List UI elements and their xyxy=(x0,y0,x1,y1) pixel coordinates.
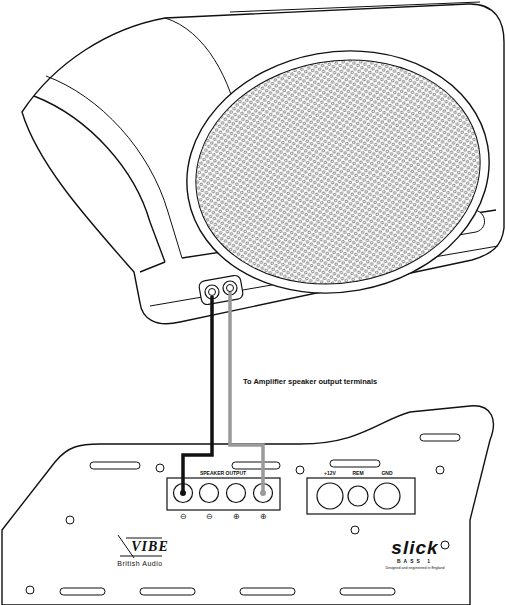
negative-wire xyxy=(183,296,212,491)
pin-name: +12V xyxy=(323,471,337,476)
product-logo: slick xyxy=(391,538,438,557)
product-model: BASS 1 xyxy=(397,559,433,564)
pin-name: REM xyxy=(351,471,364,476)
polarity-symbol: ⊖ xyxy=(206,513,213,521)
brand-tagline: British Audio xyxy=(117,560,162,567)
grille xyxy=(167,27,506,316)
speaker-terminals xyxy=(198,275,244,306)
terminal-group-label: SPEAKER OUTPUT xyxy=(199,471,247,476)
brand-logo: VIBE xyxy=(131,540,168,554)
amplifier-panel xyxy=(2,406,493,605)
pin-name: GND xyxy=(380,471,393,476)
product-note: Designed and engineered in England xyxy=(385,567,444,571)
polarity-symbol: ⊕ xyxy=(233,513,240,521)
positive-wire xyxy=(230,292,263,491)
polarity-symbol: ⊖ xyxy=(180,513,187,521)
polarity-symbol: ⊕ xyxy=(260,513,267,521)
callout-label: To Amplifier speaker output terminals xyxy=(243,378,377,386)
